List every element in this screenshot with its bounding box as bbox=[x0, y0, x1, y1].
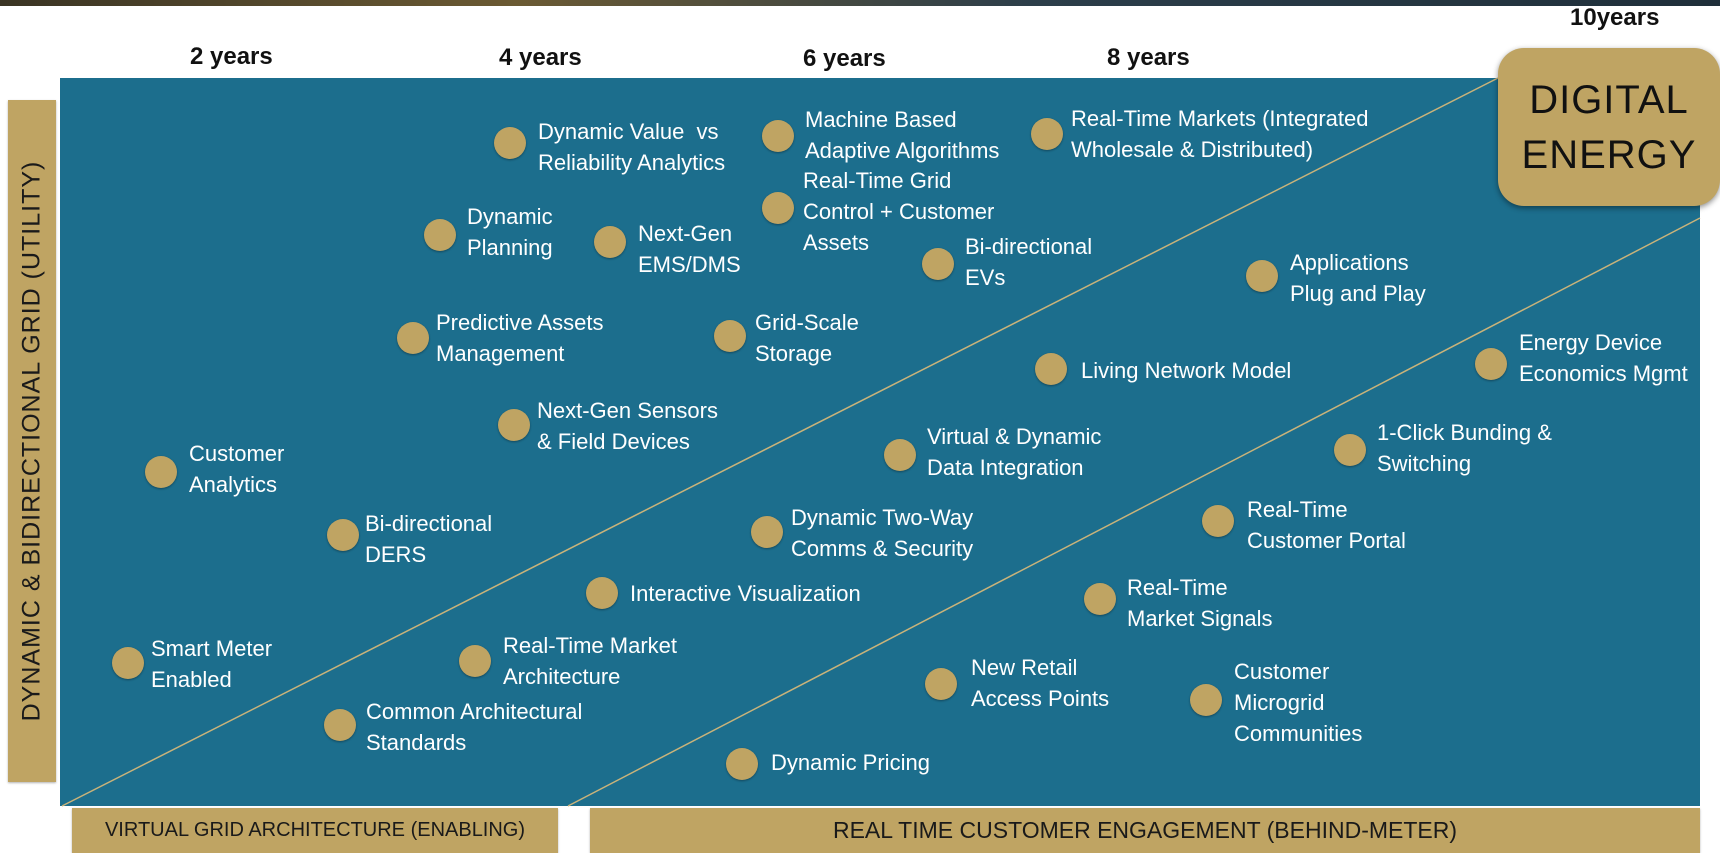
item-dot bbox=[1334, 434, 1366, 466]
item-dot bbox=[762, 120, 794, 152]
item-dot bbox=[594, 226, 626, 258]
item-dot bbox=[922, 248, 954, 280]
item-dot bbox=[397, 322, 429, 354]
vertical-axis-bar: DYNAMIC & BIDIRECTIONAL GRID (UTILITY) bbox=[8, 100, 56, 782]
item-dot bbox=[1084, 583, 1116, 615]
item-label-machine-based-algorithms: Machine Based Adaptive Algorithms bbox=[805, 107, 1000, 163]
digital-energy-badge: DIGITAL ENERGY bbox=[1498, 48, 1720, 206]
item-dot bbox=[494, 127, 526, 159]
item-dot bbox=[762, 192, 794, 224]
item-label-energy-device-economics: Energy Device Economics Mgmt bbox=[1519, 330, 1688, 386]
year-label-2: 2 years bbox=[190, 43, 273, 70]
year-label-4: 4 years bbox=[499, 44, 582, 71]
item-dot bbox=[1190, 684, 1222, 716]
item-dot bbox=[751, 516, 783, 548]
item-dot bbox=[459, 645, 491, 677]
item-dot bbox=[884, 439, 916, 471]
item-label-real-time-market-signals: Real-Time Market Signals bbox=[1127, 575, 1273, 631]
item-dot bbox=[424, 219, 456, 251]
badge-line-1: DIGITAL bbox=[1529, 78, 1689, 122]
item-dot bbox=[1031, 118, 1063, 150]
item-dot bbox=[1202, 505, 1234, 537]
item-label-real-time-customer-portal: Real-Time Customer Portal bbox=[1247, 497, 1406, 553]
item-dot bbox=[1035, 353, 1067, 385]
item-dot bbox=[112, 647, 144, 679]
item-label-dynamic-two-way-comms: Dynamic Two-Way Comms & Security bbox=[791, 505, 974, 561]
item-label-living-network-model: Living Network Model bbox=[1081, 358, 1292, 383]
item-label-bi-directional-evs: Bi-directional EVs bbox=[965, 234, 1093, 290]
item-dot bbox=[1246, 260, 1278, 292]
year-label-10: 10years bbox=[1570, 4, 1660, 31]
year-label-8: 8 years bbox=[1107, 44, 1190, 71]
item-label-virtual-dynamic-data: Virtual & Dynamic Data Integration bbox=[927, 424, 1102, 480]
item-dot bbox=[726, 748, 758, 780]
item-label-predictive-assets: Predictive Assets Management bbox=[436, 310, 604, 366]
item-dot bbox=[145, 456, 177, 488]
badge-line-2: ENERGY bbox=[1521, 133, 1697, 177]
item-label-real-time-grid-control: Real-Time Grid Control + Customer Assets bbox=[803, 168, 995, 255]
item-label-customer-microgrid: Customer Microgrid Communities bbox=[1234, 659, 1363, 746]
item-label-next-gen-ems-dms: Next-Gen EMS/DMS bbox=[638, 221, 741, 277]
item-dot bbox=[498, 409, 530, 441]
item-label-grid-scale-storage: Grid-Scale Storage bbox=[755, 310, 859, 366]
item-label-applications-plug-and-play: Applications Plug and Play bbox=[1290, 250, 1426, 306]
vertical-axis-label: DYNAMIC & BIDIRECTIONAL GRID (UTILITY) bbox=[17, 160, 46, 722]
item-label-smart-meter-enabled: Smart Meter Enabled bbox=[151, 636, 273, 692]
item-label-dynamic-pricing: Dynamic Pricing bbox=[771, 750, 930, 775]
item-label-one-click-bunding: 1-Click Bunding & Switching bbox=[1377, 420, 1552, 476]
bottom-left-label: VIRTUAL GRID ARCHITECTURE (ENABLING) bbox=[104, 819, 526, 841]
item-label-interactive-visualization: Interactive Visualization bbox=[630, 581, 861, 606]
item-label-bi-directional-ders: Bi-directional DERS bbox=[365, 511, 493, 567]
item-label-customer-analytics: Customer Analytics bbox=[189, 441, 285, 497]
year-label-6: 6 years bbox=[803, 45, 886, 72]
item-label-new-retail-access-points: New Retail Access Points bbox=[971, 655, 1110, 711]
item-dot bbox=[1475, 348, 1507, 380]
item-label-real-time-markets: Real-Time Markets (Integrated Wholesale … bbox=[1071, 106, 1369, 162]
item-dot bbox=[324, 709, 356, 741]
item-dot bbox=[714, 320, 746, 352]
item-label-dynamic-planning: Dynamic Planning bbox=[467, 204, 553, 260]
item-dot bbox=[586, 577, 618, 609]
bottom-left-bar: VIRTUAL GRID ARCHITECTURE (ENABLING) bbox=[72, 808, 558, 853]
item-dot bbox=[327, 519, 359, 551]
item-dot bbox=[925, 668, 957, 700]
top-decorative-strip bbox=[0, 0, 1720, 6]
bottom-right-label: REAL TIME CUSTOMER ENGAGEMENT (BEHIND-ME… bbox=[832, 817, 1458, 843]
item-label-next-gen-sensors: Next-Gen Sensors & Field Devices bbox=[537, 398, 718, 454]
item-label-real-time-market-architecture: Real-Time Market Architecture bbox=[503, 633, 677, 689]
bottom-right-bar: REAL TIME CUSTOMER ENGAGEMENT (BEHIND-ME… bbox=[590, 808, 1700, 853]
item-label-dynamic-value-reliability: Dynamic Value vs Reliability Analytics bbox=[538, 119, 726, 175]
item-label-common-architectural-standards: Common Architectural Standards bbox=[366, 699, 583, 755]
